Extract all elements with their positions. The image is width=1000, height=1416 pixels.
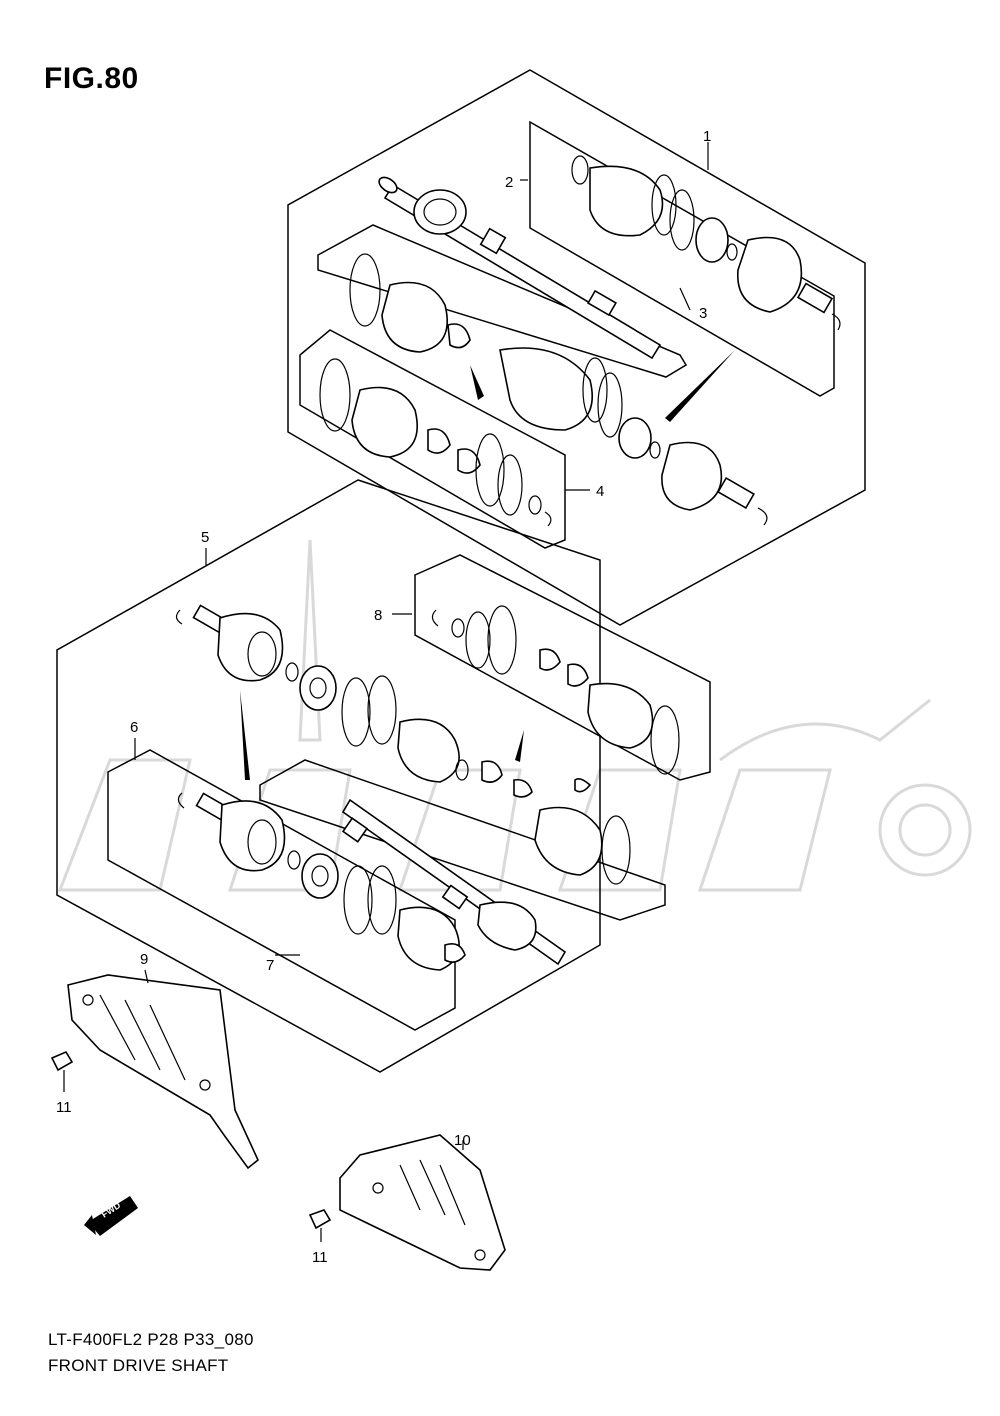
figure-title: FIG.80 bbox=[44, 62, 139, 95]
callout-3: 3 bbox=[699, 305, 707, 322]
watermark bbox=[57, 539, 972, 892]
lower-shaft-assembly bbox=[56, 479, 711, 1073]
callouts: 1 2 3 4 5 6 7 8 9 10 11 11 bbox=[56, 128, 711, 1266]
shaft-guards bbox=[50, 969, 506, 1271]
callout-9: 9 bbox=[140, 951, 148, 968]
callout-2: 2 bbox=[505, 174, 513, 191]
footer-model-code: LT-F400FL2 P28 P33_080 bbox=[48, 1330, 254, 1349]
callout-8: 8 bbox=[374, 607, 382, 624]
callout-6: 6 bbox=[130, 719, 138, 736]
upper-shaft-assembly bbox=[287, 69, 866, 626]
callout-5: 5 bbox=[201, 529, 209, 546]
callout-10: 10 bbox=[454, 1132, 471, 1149]
callout-11-left: 11 bbox=[56, 1099, 72, 1116]
callout-11-bottom: 11 bbox=[312, 1249, 328, 1266]
footer-diagram-name: FRONT DRIVE SHAFT bbox=[48, 1356, 229, 1375]
callout-1: 1 bbox=[703, 128, 711, 145]
callout-7: 7 bbox=[266, 957, 274, 974]
fwd-arrow-icon: FWD bbox=[84, 1196, 138, 1236]
callout-4: 4 bbox=[596, 483, 604, 500]
